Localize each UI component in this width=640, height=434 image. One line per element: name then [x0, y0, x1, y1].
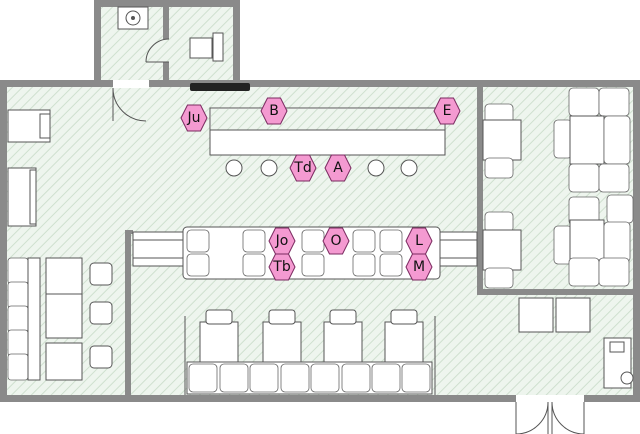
position-markers: Ju B E Td A Jo O L — [180, 97, 461, 281]
marker-tb[interactable]: Tb — [268, 253, 296, 281]
bed-icon — [7, 167, 37, 227]
marker-label: O — [330, 233, 341, 249]
walls — [0, 0, 640, 403]
door-icon — [515, 401, 585, 434]
booth — [132, 226, 478, 280]
stool-icon — [225, 159, 418, 177]
lower-seating — [184, 309, 436, 395]
sofa-left — [7, 257, 41, 381]
marker-b[interactable]: B — [260, 97, 288, 125]
office-area — [518, 297, 634, 389]
tv-icon — [190, 83, 250, 91]
stove-icon — [7, 109, 51, 143]
marker-label: B — [269, 103, 279, 119]
marker-label: Jo — [275, 233, 289, 249]
door-icon — [145, 38, 170, 63]
chair-icon — [199, 309, 424, 363]
restroom — [117, 6, 224, 63]
marker-label: A — [333, 160, 343, 176]
marker-m[interactable]: M — [405, 253, 433, 281]
marker-td[interactable]: Td — [289, 154, 317, 182]
marker-label: M — [413, 259, 425, 275]
marker-ju[interactable]: Ju — [180, 104, 208, 132]
stool-icon — [89, 262, 113, 369]
marker-o[interactable]: O — [322, 227, 350, 255]
toilet-icon — [189, 32, 224, 62]
marker-e[interactable]: E — [433, 97, 461, 125]
marker-a[interactable]: A — [324, 154, 352, 182]
marker-label: Tb — [272, 259, 291, 275]
door-icon — [112, 80, 149, 122]
marker-label: L — [415, 233, 423, 249]
marker-label: Ju — [186, 110, 200, 126]
marker-label: Td — [293, 160, 311, 176]
table-icon — [45, 257, 83, 381]
sink-icon — [125, 10, 141, 26]
marker-label: E — [443, 103, 452, 119]
right-dining — [482, 87, 634, 289]
